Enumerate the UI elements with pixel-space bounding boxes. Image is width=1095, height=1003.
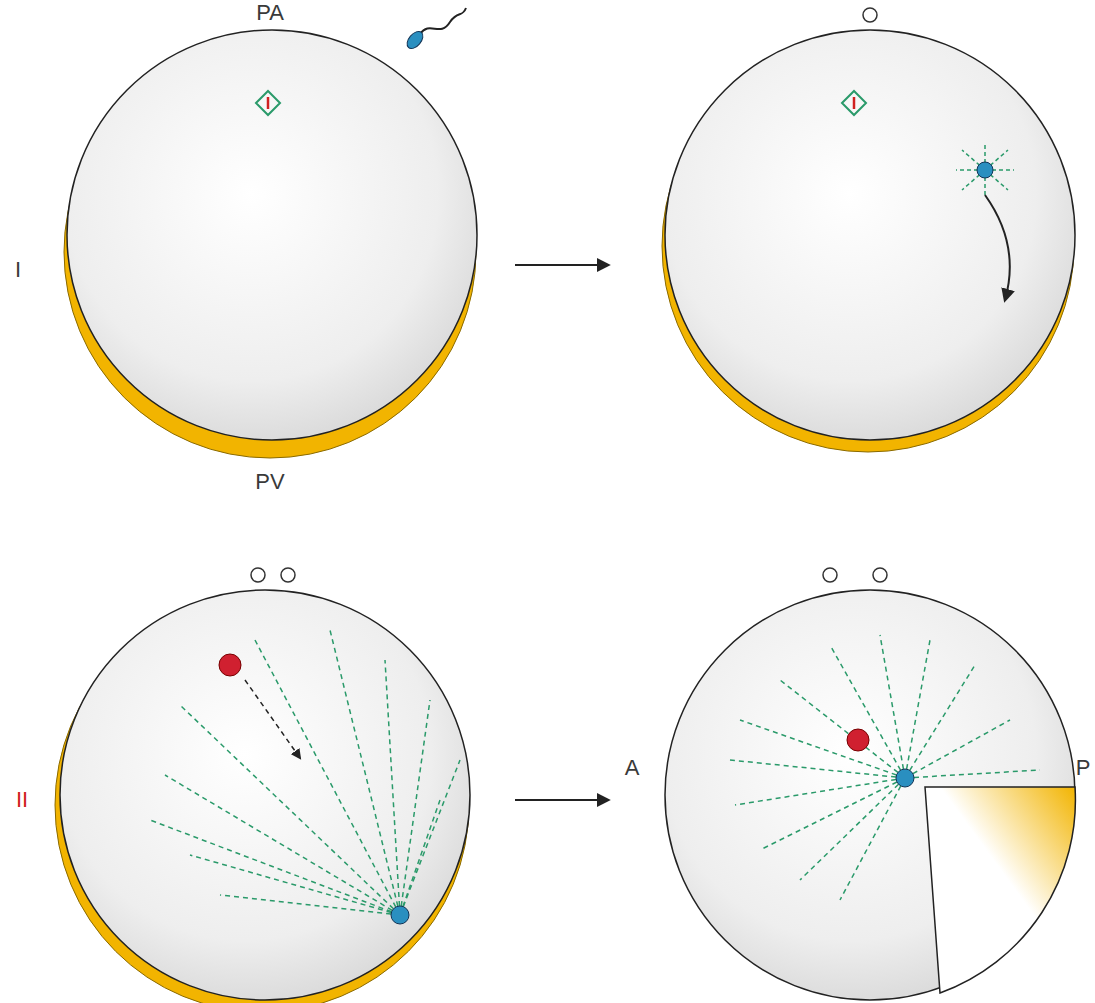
panel-label: II [16,789,28,811]
panel-label: P [1076,757,1091,779]
panel-label: A [625,757,640,779]
panel-label: PA [256,2,284,24]
panel-label: PV [255,471,284,493]
panel-label: I [15,259,21,281]
